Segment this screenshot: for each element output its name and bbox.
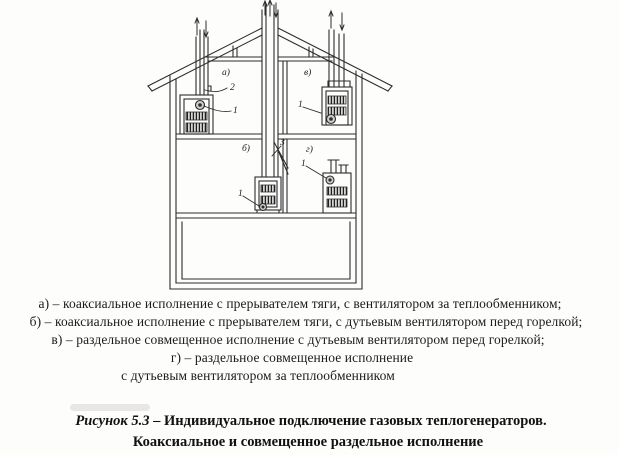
heat-generator-b — [254, 176, 282, 214]
part-number-1: 1 — [298, 100, 303, 110]
label-leader-lines — [203, 87, 327, 207]
up-arrow-icon — [194, 16, 200, 36]
right-separate-pipes — [327, 29, 351, 88]
legend-line-a: а) – коаксиальное исполнение с прерывате… — [38, 296, 562, 311]
figure-number: Рисунок 5.3 — [75, 413, 150, 429]
flue-connection-duct — [273, 141, 289, 175]
heat-generator-a — [179, 94, 214, 135]
roof-outline — [147, 27, 393, 92]
flue-flow-arrows — [194, 0, 345, 39]
down-arrow-icon — [203, 20, 209, 39]
heat-generator-v — [321, 86, 353, 126]
down-arrow-icon — [273, 2, 279, 19]
figure-title: – Индивидуальное подключение газовых теп… — [149, 413, 547, 429]
figure-subtitle: Коаксиальное и совмещенное раздельное ис… — [132, 434, 484, 450]
room-label-a: а) — [222, 67, 230, 78]
legend-line-v: в) – раздельное совмещенное исполнение с… — [51, 332, 545, 347]
part-number-1: 1 — [233, 106, 238, 116]
part-number-1: 1 — [238, 189, 243, 199]
basement — [175, 212, 357, 280]
up-arrow-icon — [262, 0, 268, 16]
figure-caption: Рисунок 5.3 – Индивидуальное подключение… — [75, 413, 546, 430]
room-label-v: в) — [304, 67, 311, 78]
part-number-3: 3 — [279, 138, 285, 148]
partition-walls — [282, 60, 288, 214]
legend-line-b: б) – коаксиальное исполнение с прерывате… — [29, 314, 583, 329]
storey-floor — [175, 133, 357, 140]
room-label-g: г) — [306, 144, 313, 155]
room-label-b: б) — [242, 143, 250, 154]
attic-tie-beam — [205, 45, 335, 62]
central-coaxial-chimney — [261, 4, 279, 178]
house-walls — [169, 70, 363, 290]
part-number-1: 1 — [301, 159, 306, 169]
house-heating-diagram: а) в) б) г) 2 1 1 3 1 1 — [147, 0, 393, 290]
up-arrow-icon — [328, 9, 334, 29]
legend-line-g: г) – раздельное совмещенное исполнение — [170, 350, 414, 365]
legend-line-g2: с дутьевым вентилятором за теплообменник… — [121, 368, 395, 383]
scan-artifact — [70, 404, 150, 411]
up-arrow-icon — [267, 0, 273, 17]
heat-generator-g — [322, 159, 352, 214]
part-number-2: 2 — [230, 83, 235, 93]
down-arrow-icon — [339, 12, 345, 32]
